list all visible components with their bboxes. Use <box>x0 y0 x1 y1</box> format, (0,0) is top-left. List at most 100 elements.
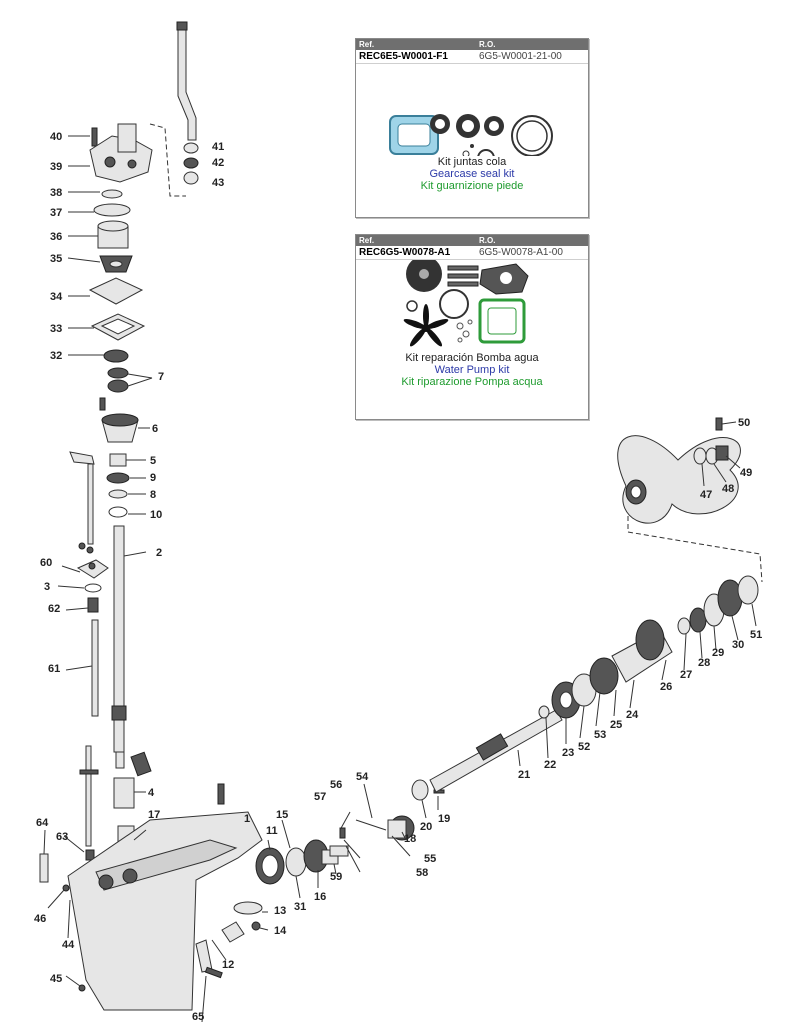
caption-en: Water Pump kit <box>434 364 510 376</box>
callout-38: 38 <box>50 187 62 199</box>
impeller-icon <box>99 255 133 273</box>
gasket-icon <box>93 203 131 217</box>
callout-27: 27 <box>680 669 692 681</box>
shift-rod-bush-icon <box>76 559 109 579</box>
callout-41: 41 <box>212 141 224 153</box>
callout-21: 21 <box>518 769 530 781</box>
callout-37: 37 <box>50 207 62 219</box>
o-ring-icon <box>108 506 128 518</box>
callout-29: 29 <box>712 647 724 659</box>
propeller-shaft-icon <box>429 709 563 793</box>
oil-seal-housing-icon <box>101 413 139 443</box>
gasket-icon <box>90 313 146 341</box>
anode-icon <box>39 853 49 883</box>
callout-11: 11 <box>266 825 278 837</box>
o-ring-icon <box>84 583 102 593</box>
callout-46: 46 <box>34 913 46 925</box>
ref-header: Ref. <box>359 236 375 245</box>
o-ring-icon <box>677 617 691 635</box>
washer-icon <box>693 447 707 465</box>
shift-rod-icon <box>69 451 95 554</box>
callout-54: 54 <box>356 771 369 783</box>
callout-43: 43 <box>212 177 224 189</box>
callout-61: 61 <box>48 663 60 675</box>
kit-box-water-pump: Ref. R.O. REC6G5-W0078-A1 6G5-W0078-A1-0… <box>355 234 589 420</box>
caption-it: Kit guarnizione piede <box>420 180 524 192</box>
pin-icon <box>99 397 106 411</box>
shift-rod-icon <box>79 745 99 847</box>
callout-5: 5 <box>150 455 156 467</box>
callout-40: 40 <box>50 131 62 143</box>
pinion-icon <box>233 901 263 915</box>
oil-seal-icon <box>689 607 707 633</box>
callout-31: 31 <box>294 901 306 913</box>
callout-9: 9 <box>150 472 156 484</box>
callout-16: 16 <box>314 891 326 903</box>
callout-44: 44 <box>62 939 75 951</box>
washer-icon <box>703 593 725 627</box>
callout-35: 35 <box>50 253 62 265</box>
shift-plunger-icon <box>329 845 349 857</box>
callout-42: 42 <box>212 157 224 169</box>
callout-13: 13 <box>274 905 286 917</box>
dog-clutch-icon <box>387 815 415 841</box>
callout-65: 65 <box>192 1011 204 1023</box>
callout-24: 24 <box>626 709 639 721</box>
shift-rod-icon <box>91 619 99 717</box>
callout-19: 19 <box>438 813 450 825</box>
caption-it: Kit riparazione Pompa acqua <box>401 376 543 388</box>
impeller-housing-icon <box>97 220 129 249</box>
kit-header: Ref. R.O. <box>356 235 588 246</box>
washer-icon <box>108 489 128 499</box>
callout-53: 53 <box>594 729 606 741</box>
nut-icon <box>251 921 261 931</box>
kit-ref: REC6G5-W0078-A1 <box>359 247 451 258</box>
callout-59: 59 <box>330 871 342 883</box>
key-icon <box>130 751 152 777</box>
bolt-icon <box>204 966 223 979</box>
ro-header: R.O. <box>479 236 496 245</box>
callout-28: 28 <box>698 657 710 669</box>
callout-8: 8 <box>150 489 156 501</box>
callout-55: 55 <box>424 853 436 865</box>
grease-nipple-icon <box>85 849 95 861</box>
caption-es: Kit reparación Bomba agua <box>405 352 539 364</box>
callout-15: 15 <box>276 809 288 821</box>
callout-62: 62 <box>48 603 60 615</box>
callout-34: 34 <box>50 291 63 303</box>
reverse-gear-icon <box>551 681 581 719</box>
callout-14: 14 <box>274 925 287 937</box>
caption-es: Kit juntas cola <box>437 156 507 168</box>
propeller-icon <box>617 435 741 524</box>
o-ring-icon <box>101 189 123 199</box>
key-icon <box>433 789 445 794</box>
callout-20: 20 <box>420 821 432 833</box>
drive-shaft-icon <box>111 525 127 769</box>
water-inlet-icon <box>221 921 245 943</box>
callout-3: 3 <box>44 581 50 593</box>
callout-30: 30 <box>732 639 744 651</box>
oil-seal-icon <box>103 349 129 363</box>
callout-56: 56 <box>330 779 342 791</box>
callout-36: 36 <box>50 231 62 243</box>
callout-57: 57 <box>314 791 326 803</box>
callout-18: 18 <box>404 833 416 845</box>
ref-header: Ref. <box>359 40 375 49</box>
callout-6: 6 <box>152 423 158 435</box>
ro-header: R.O. <box>479 40 496 49</box>
bearing-icon <box>589 657 619 695</box>
sleeve-icon <box>117 825 135 847</box>
thrust-ring-icon <box>737 575 759 605</box>
callout-47: 47 <box>700 489 712 501</box>
kit-row: REC6E5-W0001-F1 6G5-W0001-21-00 <box>356 50 588 64</box>
kit-ro: 6G5-W0001-21-00 <box>479 51 562 62</box>
callout-64: 64 <box>36 817 49 829</box>
callout-25: 25 <box>610 719 622 731</box>
callout-17: 17 <box>148 809 160 821</box>
callout-10: 10 <box>150 509 162 521</box>
forward-gear-icon <box>255 839 339 885</box>
water-pump-kit-icon <box>356 256 588 352</box>
callout-1: 1 <box>244 813 250 825</box>
callout-39: 39 <box>50 161 62 173</box>
reverse-gear-icon <box>411 779 429 801</box>
